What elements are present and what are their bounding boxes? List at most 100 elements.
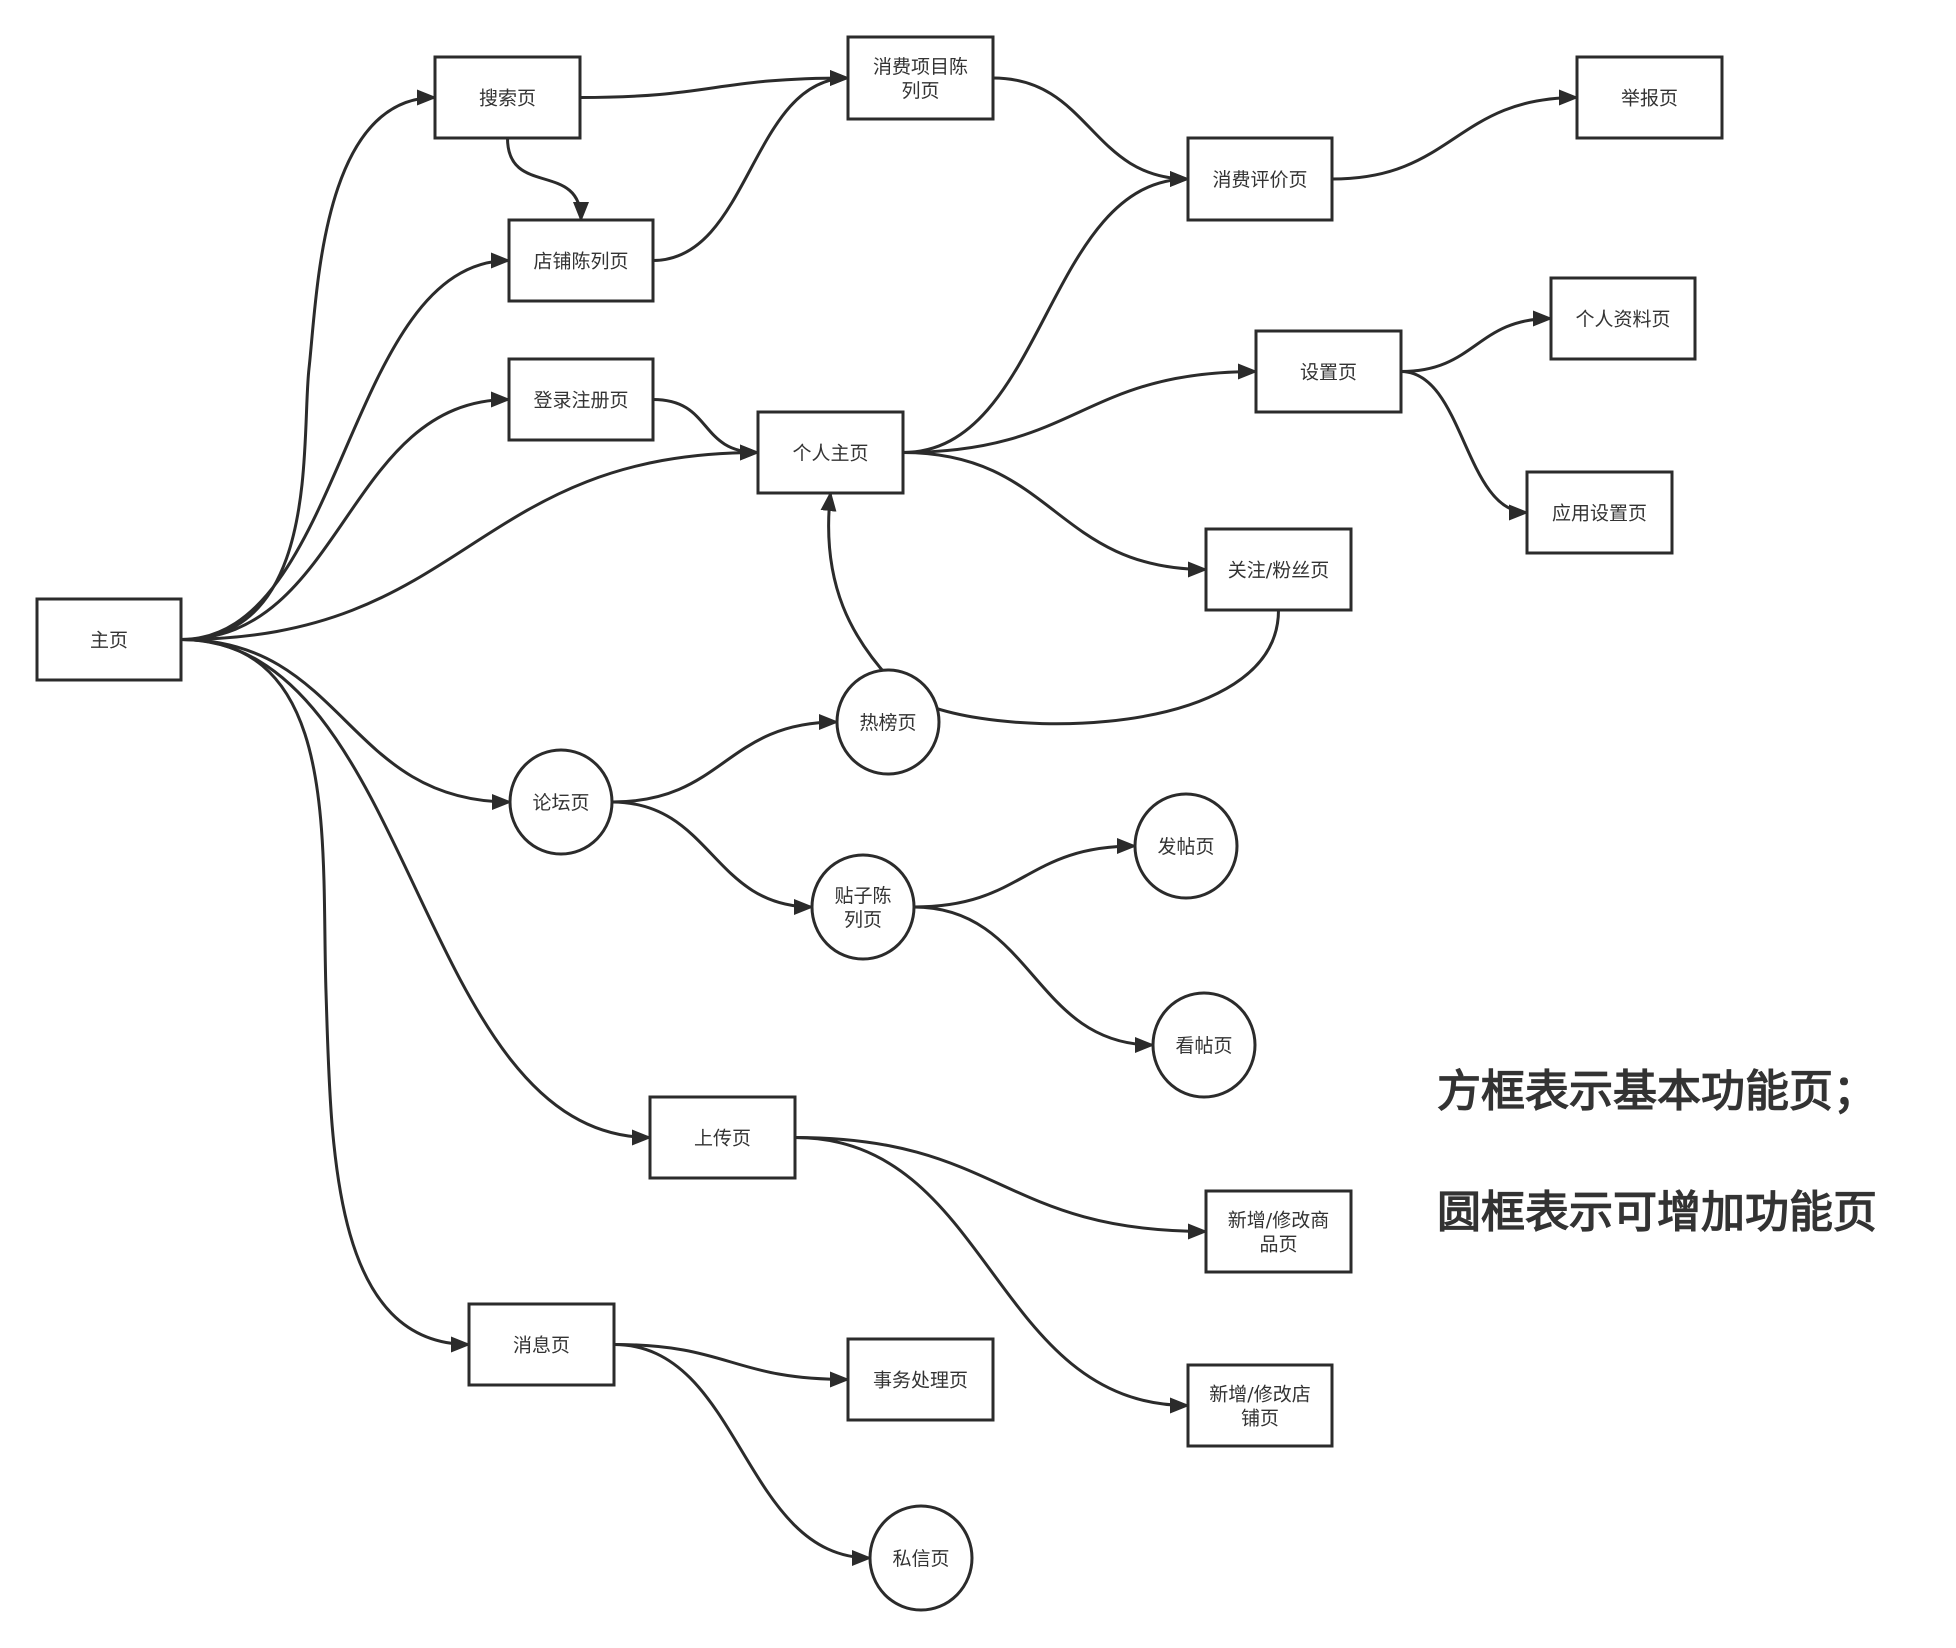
node-label: 搜索页 bbox=[479, 88, 536, 110]
node-rect-shape bbox=[648, 1095, 797, 1180]
node-login[interactable]: 登录注册页 bbox=[507, 357, 655, 442]
node-label: 举报页 bbox=[1621, 88, 1678, 110]
node-rect-shape bbox=[1575, 55, 1724, 140]
node-home[interactable]: 主页 bbox=[35, 597, 183, 682]
node-private-msg[interactable]: 私信页 bbox=[868, 1504, 974, 1612]
node-label: 消费评价页 bbox=[1212, 169, 1307, 191]
node-rect-shape bbox=[1204, 1189, 1353, 1274]
edge-home-to-forum bbox=[180, 638, 512, 810]
legend-rect-meaning: 方框表示基本功能页； bbox=[1437, 1066, 1877, 1117]
node-rect-shape bbox=[1549, 276, 1697, 361]
node-label: 关注/粉丝页 bbox=[1228, 560, 1329, 582]
node-rect-shape bbox=[467, 1302, 616, 1387]
edge-post-list-to-view-post bbox=[913, 905, 1155, 1053]
edge-home-to-search bbox=[180, 89, 437, 641]
node-label: 列页 bbox=[901, 80, 939, 102]
node-rect-shape bbox=[1525, 470, 1674, 555]
node-shop-list[interactable]: 店铺陈列页 bbox=[507, 218, 655, 303]
node-ellipse-shape bbox=[868, 1504, 974, 1612]
node-label: 铺页 bbox=[1241, 1408, 1279, 1430]
node-view-post[interactable]: 看帖页 bbox=[1151, 991, 1257, 1099]
node-new-post[interactable]: 发帖页 bbox=[1133, 792, 1239, 900]
node-ellipse-shape bbox=[508, 748, 614, 856]
edge-profile-home-to-follow bbox=[902, 451, 1208, 578]
edge-forum-to-post-list bbox=[611, 800, 814, 915]
edge-home-to-message bbox=[180, 638, 471, 1353]
node-personal-info[interactable]: 个人资料页 bbox=[1549, 276, 1697, 361]
node-label: 列页 bbox=[844, 909, 882, 931]
node-label: 事务处理页 bbox=[873, 1370, 968, 1392]
node-search[interactable]: 搜索页 bbox=[433, 55, 582, 140]
node-label: 主页 bbox=[90, 630, 128, 652]
node-label: 论坛页 bbox=[532, 792, 589, 814]
node-affairs[interactable]: 事务处理页 bbox=[846, 1337, 995, 1422]
edge-upload-to-edit-goods bbox=[794, 1136, 1208, 1240]
node-rect-shape bbox=[507, 357, 655, 442]
node-label: 私信页 bbox=[892, 1548, 949, 1570]
node-label: 应用设置页 bbox=[1552, 503, 1647, 525]
node-label: 新增/修改商 bbox=[1228, 1210, 1329, 1232]
node-label: 个人主页 bbox=[792, 443, 868, 465]
node-rect-shape bbox=[1254, 329, 1403, 414]
node-label: 热榜页 bbox=[859, 712, 916, 734]
edge-home-to-upload bbox=[180, 638, 652, 1146]
node-ellipse-shape bbox=[1133, 792, 1239, 900]
edge-message-to-affairs bbox=[613, 1343, 850, 1388]
node-label: 看帖页 bbox=[1175, 1035, 1232, 1057]
node-report[interactable]: 举报页 bbox=[1575, 55, 1724, 140]
edge-home-to-shop-list bbox=[180, 252, 511, 641]
node-upload[interactable]: 上传页 bbox=[648, 1095, 797, 1180]
node-label: 发帖页 bbox=[1157, 836, 1214, 858]
node-label: 登录注册页 bbox=[533, 390, 628, 412]
node-label: 贴子陈 bbox=[834, 885, 891, 907]
node-label: 品页 bbox=[1259, 1234, 1297, 1256]
edge-message-to-private-msg bbox=[613, 1343, 872, 1566]
edge-upload-to-edit-shop bbox=[794, 1136, 1190, 1414]
nodes-layer: 主页搜索页店铺陈列页登录注册页个人主页消费项目陈列页消费评价页举报页设置页个人资… bbox=[35, 35, 1724, 1612]
node-label: 店铺陈列页 bbox=[533, 251, 628, 273]
node-rect-shape bbox=[846, 35, 995, 121]
edges-layer bbox=[180, 70, 1579, 1566]
node-profile-home[interactable]: 个人主页 bbox=[756, 410, 905, 495]
edge-post-list-to-new-post bbox=[913, 838, 1137, 909]
edge-forum-to-hot bbox=[611, 714, 839, 804]
node-label: 新增/修改店 bbox=[1209, 1384, 1310, 1406]
node-hot[interactable]: 热榜页 bbox=[835, 668, 941, 776]
node-review[interactable]: 消费评价页 bbox=[1186, 136, 1334, 222]
node-follow[interactable]: 关注/粉丝页 bbox=[1204, 527, 1353, 612]
node-app-settings[interactable]: 应用设置页 bbox=[1525, 470, 1674, 555]
edge-settings-to-app-settings bbox=[1400, 370, 1529, 521]
edge-profile-home-to-review bbox=[902, 171, 1190, 454]
node-ellipse-shape bbox=[810, 853, 916, 961]
edge-search-to-shop-list bbox=[506, 137, 589, 222]
node-rect-shape bbox=[756, 410, 905, 495]
node-rect-shape bbox=[1186, 1363, 1334, 1448]
node-label: 上传页 bbox=[694, 1128, 751, 1150]
node-message[interactable]: 消息页 bbox=[467, 1302, 616, 1387]
node-rect-shape bbox=[1186, 136, 1334, 222]
edge-home-to-profile-home bbox=[180, 444, 760, 641]
edge-home-to-login bbox=[180, 391, 511, 641]
edge-review-to-report bbox=[1331, 89, 1579, 181]
edge-profile-home-to-settings bbox=[902, 363, 1258, 454]
edge-item-list-to-review bbox=[992, 76, 1190, 187]
edge-settings-to-personal-info bbox=[1400, 310, 1553, 373]
edge-shop-list-to-item-list bbox=[652, 70, 850, 262]
node-rect-shape bbox=[846, 1337, 995, 1422]
node-settings[interactable]: 设置页 bbox=[1254, 329, 1403, 414]
edge-login-to-profile-home bbox=[652, 398, 760, 461]
node-rect-shape bbox=[433, 55, 582, 140]
node-rect-shape bbox=[1204, 527, 1353, 612]
legend-ellipse-meaning: 圆框表示可增加功能页 bbox=[1437, 1187, 1877, 1238]
node-forum[interactable]: 论坛页 bbox=[508, 748, 614, 856]
node-ellipse-shape bbox=[835, 668, 941, 776]
node-label: 个人资料页 bbox=[1575, 309, 1670, 331]
node-rect-shape bbox=[507, 218, 655, 303]
node-label: 消费项目陈 bbox=[873, 56, 968, 78]
edge-search-to-item-list bbox=[579, 70, 850, 99]
